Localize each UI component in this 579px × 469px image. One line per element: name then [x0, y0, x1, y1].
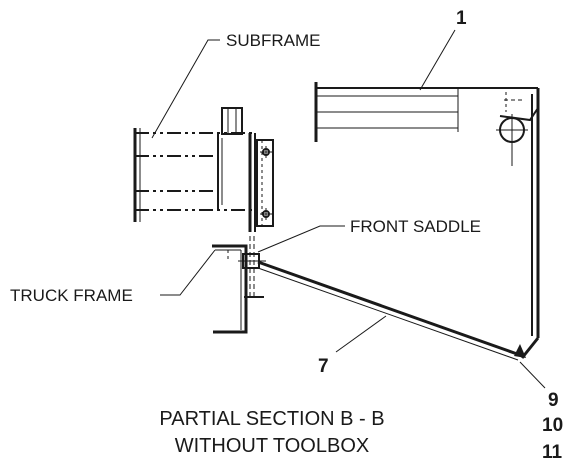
subframe-leader [151, 39, 220, 139]
caption-line-2: WITHOUT TOOLBOX [175, 435, 369, 457]
truck-frame [212, 236, 266, 334]
callout-9: 9 [548, 390, 559, 411]
truck-frame-leader [160, 249, 216, 296]
callout-1: 1 [456, 8, 467, 29]
callout-1-leader [419, 29, 456, 91]
callout-11: 11 [542, 442, 563, 463]
callout-9-leader [519, 361, 546, 389]
mount-bracket [314, 82, 540, 359]
caption-line-1: PARTIAL SECTION B - B [159, 408, 384, 430]
subframe-label: SUBFRAME [226, 31, 320, 50]
callout-7-leader [335, 315, 387, 353]
subframe-channel [133, 107, 274, 232]
callout-10: 10 [542, 415, 563, 436]
front-saddle-leader [257, 225, 345, 253]
truck-frame-label: TRUCK FRAME [10, 286, 133, 305]
diagonal-brace [257, 260, 526, 361]
front-saddle-label: FRONT SADDLE [350, 217, 481, 236]
callout-7: 7 [318, 356, 329, 377]
